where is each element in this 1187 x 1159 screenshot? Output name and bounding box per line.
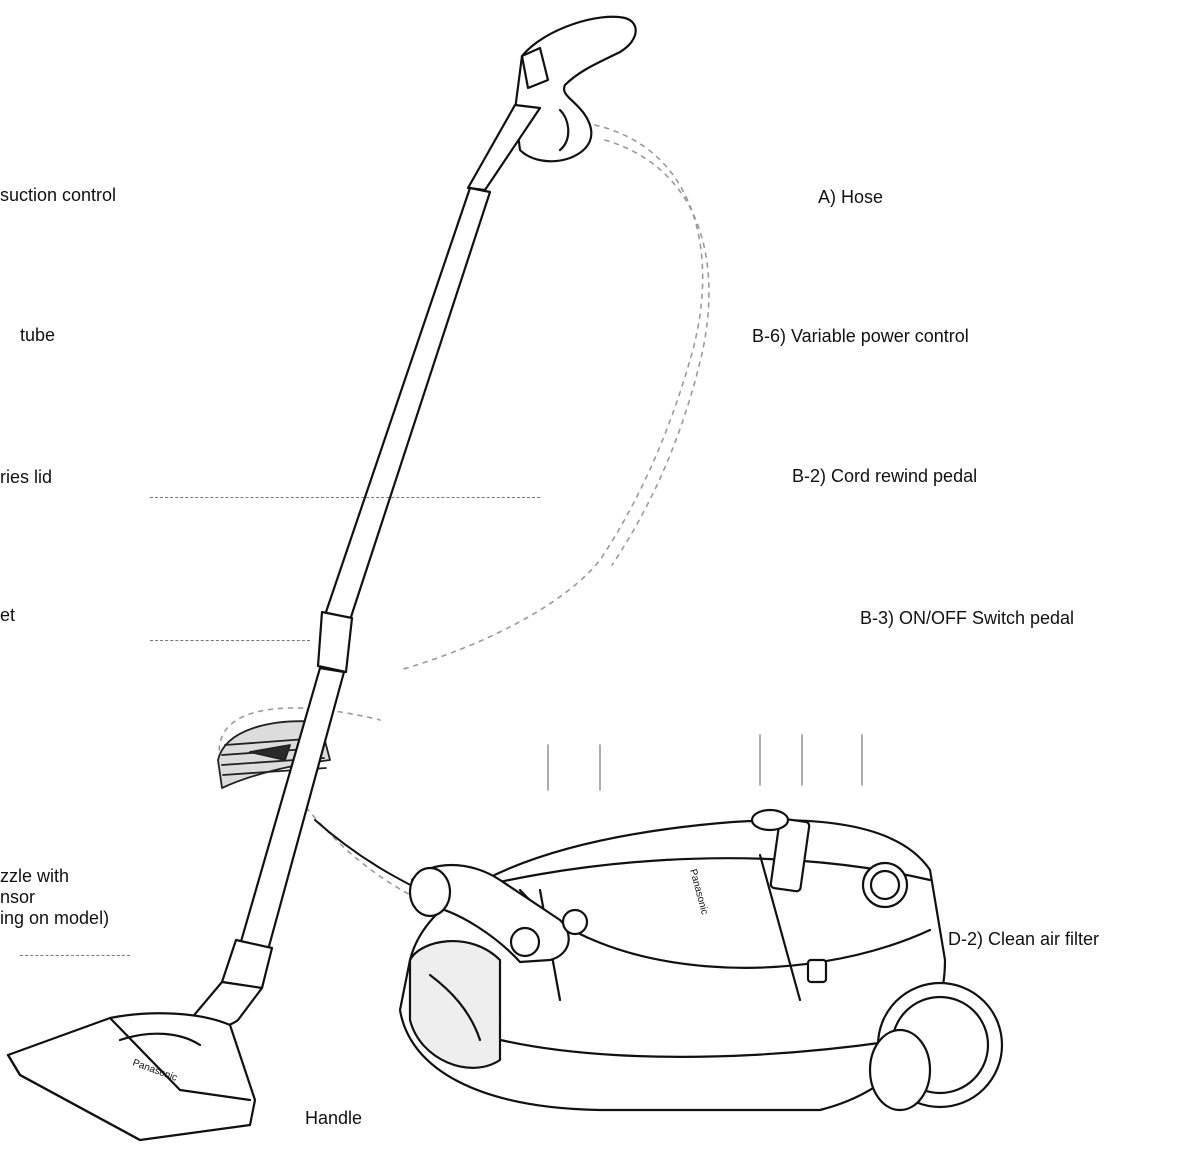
label-cord-rewind-pedal: B-2) Cord rewind pedal xyxy=(792,466,978,486)
label-socket: et xyxy=(0,605,16,625)
canister-body xyxy=(398,819,947,1112)
label-hose: A) Hose xyxy=(818,187,884,207)
label-variable-power-control: B-6) Variable power control xyxy=(752,326,969,346)
leader-nozzle xyxy=(20,955,130,956)
label-suction-control: suction control xyxy=(0,185,117,205)
floor-nozzle xyxy=(6,1012,257,1142)
label-accessories-lid: ries lid xyxy=(0,467,53,487)
leader-accessories-lid xyxy=(150,497,540,498)
leader-socket xyxy=(150,640,310,641)
faint-ticks xyxy=(547,734,863,791)
label-nozzle-with-sensor: zzle with nsor ing on model) xyxy=(0,866,110,928)
wand-collar xyxy=(316,610,354,674)
hose-end-joint xyxy=(509,926,541,958)
front-wheel xyxy=(868,1028,932,1112)
wand-tube-mid xyxy=(323,186,492,622)
wand-connector xyxy=(220,938,274,990)
panel-slider xyxy=(769,817,811,893)
hose-loop-faint xyxy=(218,124,710,901)
filter-latch xyxy=(806,958,828,984)
wand-tube-lower xyxy=(238,666,346,952)
label-clean-air-filter: D-2) Clean air filter xyxy=(948,929,1100,949)
wand-handle xyxy=(513,15,637,163)
label-tube: tube xyxy=(20,325,56,345)
panel-dial xyxy=(861,861,909,909)
label-handle: Handle xyxy=(305,1108,363,1128)
label-on-off-switch-pedal: B-3) ON/OFF Switch pedal xyxy=(860,608,1075,628)
